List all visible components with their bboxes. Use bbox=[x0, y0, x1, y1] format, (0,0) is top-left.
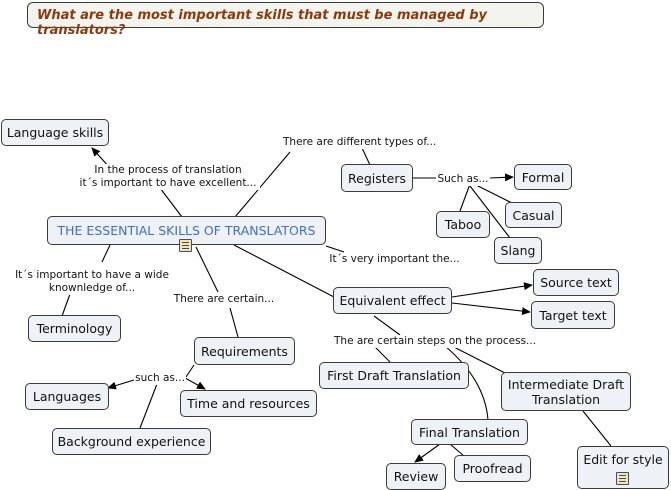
link-label-different-types: There are different types of... bbox=[283, 136, 437, 149]
node-formal[interactable]: Formal bbox=[514, 164, 572, 190]
node-equivalent-effect[interactable]: Equivalent effect bbox=[333, 287, 452, 314]
node-essential-skills-label: THE ESSENTIAL SKILLS OF TRANSLATORS bbox=[57, 223, 316, 238]
link-label-wide-knowledge: It´s important to have a wide knownledge… bbox=[14, 269, 170, 295]
node-casual[interactable]: Casual bbox=[505, 202, 562, 228]
node-requirements[interactable]: Requirements bbox=[194, 337, 295, 365]
node-time-resources[interactable]: Time and resources bbox=[180, 390, 317, 417]
link-label-there-are-certain: There are certain... bbox=[173, 293, 275, 306]
document-icon[interactable] bbox=[616, 472, 629, 485]
node-proofread[interactable]: Proofread bbox=[454, 455, 531, 482]
link-label-such-as: Such as... bbox=[436, 173, 490, 186]
focus-question: What are the most important skills that … bbox=[27, 2, 544, 38]
link-label-process: In the process of translation it´s impor… bbox=[76, 164, 260, 190]
node-source-text[interactable]: Source text bbox=[533, 269, 619, 296]
link-label-certain-steps: The are certain steps on the process... bbox=[334, 335, 537, 348]
node-language-skills[interactable]: Language skills bbox=[1, 119, 109, 146]
link-label-very-important: It´s very important the... bbox=[329, 253, 460, 266]
node-target-text[interactable]: Target text bbox=[531, 301, 615, 329]
node-review[interactable]: Review bbox=[386, 463, 446, 490]
node-terminology[interactable]: Terminology bbox=[28, 315, 121, 342]
link-label-such-as-req: such as... bbox=[134, 372, 186, 385]
document-icon[interactable] bbox=[179, 239, 192, 252]
node-edit-style-label: Edit for style bbox=[583, 452, 663, 467]
node-slang[interactable]: Slang bbox=[494, 237, 542, 264]
node-intermediate-draft-label: Intermediate Draft Translation bbox=[507, 376, 625, 407]
node-taboo[interactable]: Taboo bbox=[436, 211, 490, 238]
node-languages[interactable]: Languages bbox=[25, 383, 109, 410]
node-first-draft[interactable]: First Draft Translation bbox=[319, 362, 469, 389]
node-background-experience[interactable]: Background experience bbox=[52, 428, 211, 455]
node-registers[interactable]: Registers bbox=[341, 164, 413, 192]
node-final-translation[interactable]: Final Translation bbox=[411, 419, 528, 445]
node-intermediate-draft[interactable]: Intermediate Draft Translation bbox=[501, 372, 631, 411]
